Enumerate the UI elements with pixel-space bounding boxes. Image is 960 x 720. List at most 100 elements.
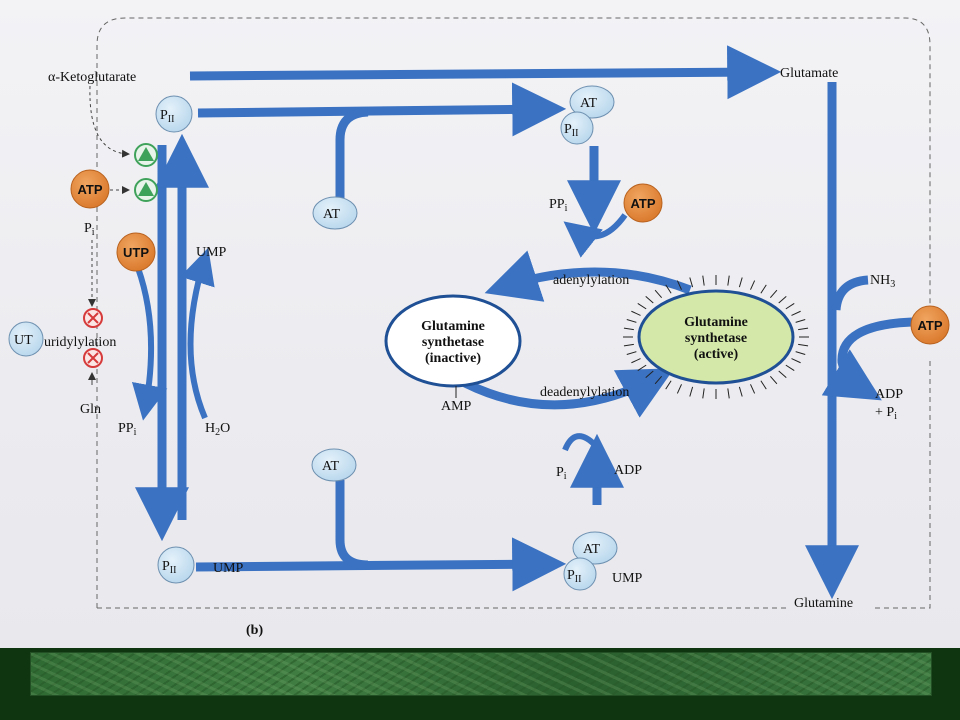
active-enzyme-ray (623, 327, 634, 331)
glutamine-synthetase-active (637, 289, 795, 385)
svg-text:UT: UT (14, 333, 33, 348)
gs-inactive-line1: Glutamine (421, 319, 485, 334)
gs-active-line2: synthetase (685, 331, 747, 346)
adenylylation-label: adenylylation (553, 273, 629, 288)
active-enzyme-ray (727, 388, 730, 399)
active-enzyme-ray (631, 358, 641, 364)
pii-node-lower: PII (157, 546, 195, 584)
active-enzyme-ray (631, 310, 641, 316)
svg-text:AT: AT (583, 542, 601, 557)
utp-to-ppi-curve (131, 266, 168, 421)
active-enzyme-ray (738, 386, 743, 397)
glutamate-label: Glutamate (780, 66, 838, 81)
active-enzyme-ray (637, 303, 647, 310)
ut-node: UT (8, 321, 44, 357)
gs-active-line3: (active) (694, 347, 739, 362)
atp-node-left: ATP (70, 169, 110, 209)
active-enzyme-ray (727, 275, 730, 286)
active-enzyme-ray (676, 384, 682, 394)
active-enzyme-ray (778, 370, 787, 378)
akg-to-activator-dashed (89, 85, 130, 158)
active-enzyme-ray (645, 370, 654, 378)
active-enzyme-ray (689, 386, 694, 397)
adp-label-lower: ADP (614, 463, 642, 478)
active-enzyme-ray (702, 388, 705, 399)
glutamine-label: Glutamine (794, 596, 853, 611)
pi-label-left: Pi (84, 221, 95, 238)
active-enzyme-ray (791, 358, 801, 364)
gs-inactive-line2: synthetase (422, 335, 484, 350)
active-enzyme-ray (637, 364, 647, 371)
at-node-lower: AT (311, 448, 357, 482)
svg-text:AT: AT (323, 207, 341, 222)
footer-texture (30, 652, 932, 696)
active-enzyme-ray (769, 375, 778, 385)
ump-label-at-pii: UMP (612, 571, 643, 586)
svg-text:PII: PII (162, 559, 176, 576)
nh3-label: NH3 (870, 273, 895, 290)
active-enzyme-ray (623, 343, 634, 347)
panel-label: (b) (246, 623, 263, 638)
active-enzyme-ray (795, 351, 806, 355)
svg-text:PII: PII (564, 122, 578, 139)
pii-ump-to-at-arrow (195, 537, 567, 592)
amp-label: AMP (441, 399, 472, 414)
svg-text:UTP: UTP (123, 245, 149, 260)
atp-node-top: ATP (623, 183, 663, 223)
utp-node: UTP (116, 232, 156, 272)
active-enzyme-ray (778, 296, 787, 304)
pii-to-at-pii-arrow (197, 82, 567, 137)
at-pii-complex-lower: AT PII (563, 531, 618, 591)
glutamine-synthetase-inactive (384, 294, 522, 388)
active-enzyme-ray (760, 380, 767, 390)
active-enzyme-ray (791, 310, 801, 316)
green-triangle-activator-icon (134, 178, 158, 202)
adp-label-right: ADP (875, 387, 903, 402)
active-enzyme-ray (769, 289, 778, 299)
atp-adp-curve (821, 317, 913, 401)
pii-node-upper: PII (155, 95, 193, 133)
active-enzyme-ray (738, 277, 743, 288)
deadenylylation-curve (463, 368, 675, 418)
deadenylylation-label: deadenylylation (540, 385, 629, 400)
active-enzyme-ray (665, 284, 672, 294)
svg-text:ATP: ATP (630, 196, 655, 211)
active-enzyme-ray (750, 280, 756, 290)
atp-ppi-curve (563, 213, 628, 258)
plus-pi-label-right: + Pi (875, 405, 897, 422)
active-enzyme-ray (676, 280, 682, 290)
red-cross-inhibitor-icon (83, 308, 103, 328)
ump-label-upper: UMP (196, 245, 227, 260)
h2o-label: H2O (205, 421, 230, 438)
h2o-to-ump-curve (180, 247, 215, 420)
adenylylation-curve (484, 250, 692, 302)
akg-to-glutamate-arrow (189, 45, 782, 100)
red-cross-inhibitor-icon (83, 348, 103, 368)
svg-text:AT: AT (322, 459, 340, 474)
glutamine-synthetase-regulation-diagram: α-Ketoglutarate Glutamate Glutamine NH3 … (8, 17, 950, 638)
alpha-ketoglutarate-label: α-Ketoglutarate (48, 70, 136, 85)
at-binding-arrow-lower (335, 480, 369, 570)
active-enzyme-ray (654, 289, 663, 299)
active-enzyme-ray (626, 351, 637, 355)
ppi-label-top: PPi (549, 197, 568, 214)
dashed-feedback-loop-bottom (97, 360, 931, 609)
gs-inactive-line3: (inactive) (425, 351, 481, 366)
ppi-label-left: PPi (118, 421, 137, 438)
svg-text:AT: AT (580, 96, 598, 111)
active-enzyme-ray (798, 327, 809, 331)
active-enzyme-ray (654, 375, 663, 385)
at-pii-complex-upper: AT PII (560, 85, 615, 145)
active-enzyme-ray (795, 319, 806, 323)
pi-curve-lower (562, 433, 598, 452)
svg-text:ATP: ATP (77, 182, 102, 197)
svg-text:PII: PII (567, 568, 581, 585)
active-enzyme-ray (702, 275, 705, 286)
atp-node-right: ATP (910, 305, 950, 345)
gln-label: Gln (80, 402, 101, 417)
active-enzyme-ray (645, 296, 654, 304)
ump-label-lower: UMP (213, 561, 244, 576)
pi-label-lower: Pi (556, 465, 567, 482)
active-enzyme-rays (623, 275, 809, 399)
